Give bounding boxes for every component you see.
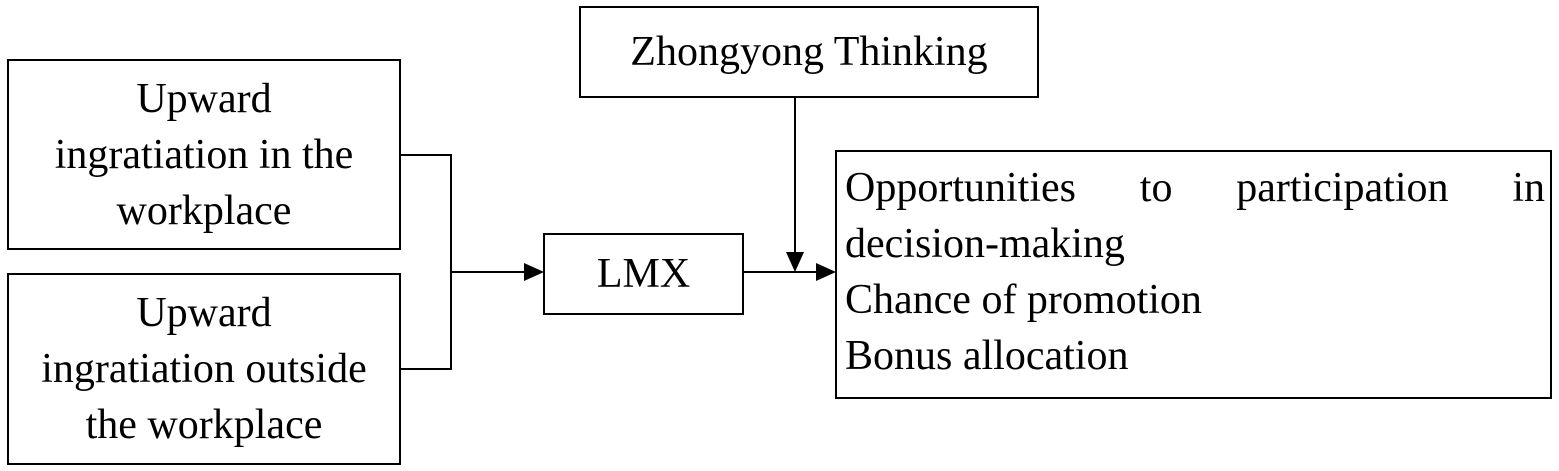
predictor-line: ingratiation outside — [41, 346, 367, 392]
outcome-word: participation — [1236, 165, 1449, 211]
predictor-line: Upward — [136, 290, 272, 336]
outcome-line-1: Opportunities to participation in — [845, 160, 1545, 216]
predictor-line: workplace — [116, 187, 292, 234]
predictor-line: the workplace — [85, 402, 323, 448]
outcome-word: Opportunities — [845, 165, 1076, 211]
arrowhead-to-outcomes — [816, 263, 836, 281]
moderator-box: Zhongyong Thinking — [579, 6, 1039, 98]
connector-predictor-1 — [400, 154, 452, 272]
outcome-line-2: decision-making — [845, 221, 1125, 267]
mediator-label: LMX — [596, 251, 691, 297]
arrowhead-moderator — [786, 252, 804, 272]
outcomes-box — [835, 150, 1552, 399]
connector-predictor-2 — [400, 272, 452, 370]
arrowhead-to-mediator — [524, 263, 544, 281]
mediator-box: LMX — [543, 233, 744, 315]
outcome-line-4: Bonus allocation — [845, 333, 1129, 379]
predictor-line: ingratiation in the — [54, 131, 354, 178]
moderator-label: Zhongyong Thinking — [630, 29, 988, 75]
predictor-line: Upward — [136, 75, 272, 122]
predictor-label-workplace: Upward ingratiation in the workplace — [55, 71, 354, 239]
outcome-line-3: Chance of promotion — [845, 277, 1202, 323]
outcome-word: in — [1512, 165, 1545, 211]
predictor-box-workplace: Upward ingratiation in the workplace — [7, 59, 401, 250]
outcomes-list: Opportunities to participation in decisi… — [845, 160, 1545, 384]
predictor-label-outside-workplace: Upward ingratiation outside the workplac… — [41, 285, 366, 453]
outcome-word: to — [1139, 165, 1173, 211]
predictor-box-outside-workplace: Upward ingratiation outside the workplac… — [7, 273, 401, 465]
